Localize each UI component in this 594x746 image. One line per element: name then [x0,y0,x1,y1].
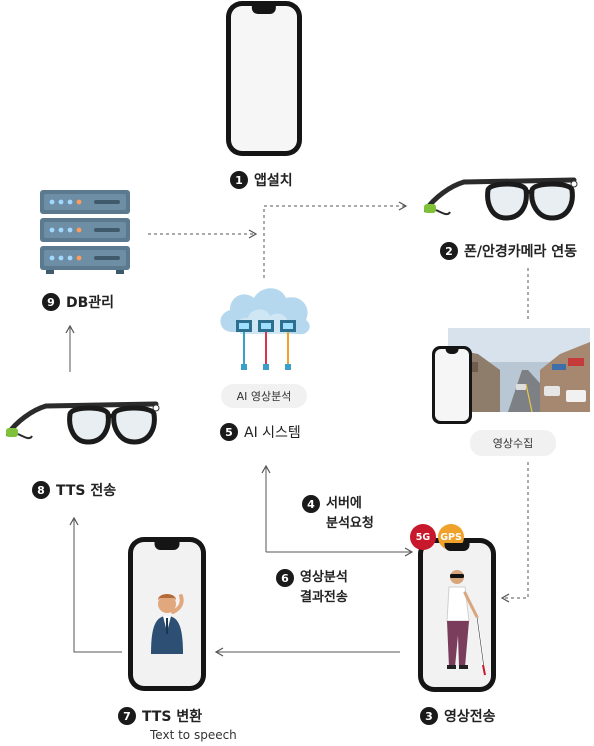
arrow-cloud-to-glasses [263,201,408,278]
step-4-request: 4 서버에 분석요청 [302,494,374,534]
tts-subtitle: Text to speech [150,728,237,742]
smartphone-icon [128,537,206,691]
step-8-tts-send: 8 TTS 전송 [32,480,116,500]
step-2-link: 2 폰/안경카메라 연동 [440,241,577,261]
step-number: 5 [220,423,238,441]
server-rack-icon [40,190,130,274]
step-3-video-send: 3 영상전송 [420,706,496,726]
step-label: DB관리 [66,295,115,311]
badge-gps-label: GPS [440,531,462,543]
step-7-tts-convert: 7 TTS 변환 [118,706,202,726]
smart-glasses-icon [424,177,578,221]
step-label-line2: 분석요청 [326,516,374,531]
step-5-ai-system: 5 AI 시스템 [220,422,301,442]
step-number: 3 [420,707,438,725]
step-label: 영상전송 [444,709,496,725]
step-number: 2 [440,242,458,260]
arrow-photo-to-phone [500,462,529,603]
step-number: 6 [276,569,294,587]
step-9-db: 9 DB관리 [42,292,114,312]
step-number: 8 [32,481,50,499]
step-label: TTS 변환 [142,709,203,725]
step-number: 7 [118,707,136,725]
smartphone-icon [226,1,302,156]
step-6-result: 6 영상분석 결과전송 [276,568,348,608]
step-number: 9 [42,293,60,311]
step-label-line1: 서버에 [326,496,362,511]
step-1-app-install: 1 앱설치 [230,170,293,190]
cloud-network-icon [220,288,310,370]
blind-walker-icon [446,570,486,676]
ai-analysis-label: AI 영상분석 [236,390,292,403]
badge-5g-label: 5G [415,531,431,543]
step-label: 폰/안경카메라 연동 [464,244,578,260]
step-label: TTS 전송 [56,483,117,499]
step-label-line2: 결과전송 [300,590,348,605]
smartphone-icon [432,346,472,424]
video-collect-pill: 영상수집 [470,430,556,456]
step-label: AI 시스템 [244,425,301,441]
smart-glasses-icon [6,401,160,445]
step-number: 4 [302,495,320,513]
step-label-line1: 영상분석 [300,570,348,585]
badge-5g: 5G [410,524,436,550]
arrow-phone7-to-glasses [69,516,122,653]
video-collect-label: 영상수집 [492,437,534,450]
smartphone-icon [418,538,496,692]
step-number: 1 [230,171,248,189]
ai-analysis-pill: AI 영상분석 [221,384,307,408]
speaker-person-icon [151,594,184,654]
step-label: 앱설치 [254,173,293,189]
